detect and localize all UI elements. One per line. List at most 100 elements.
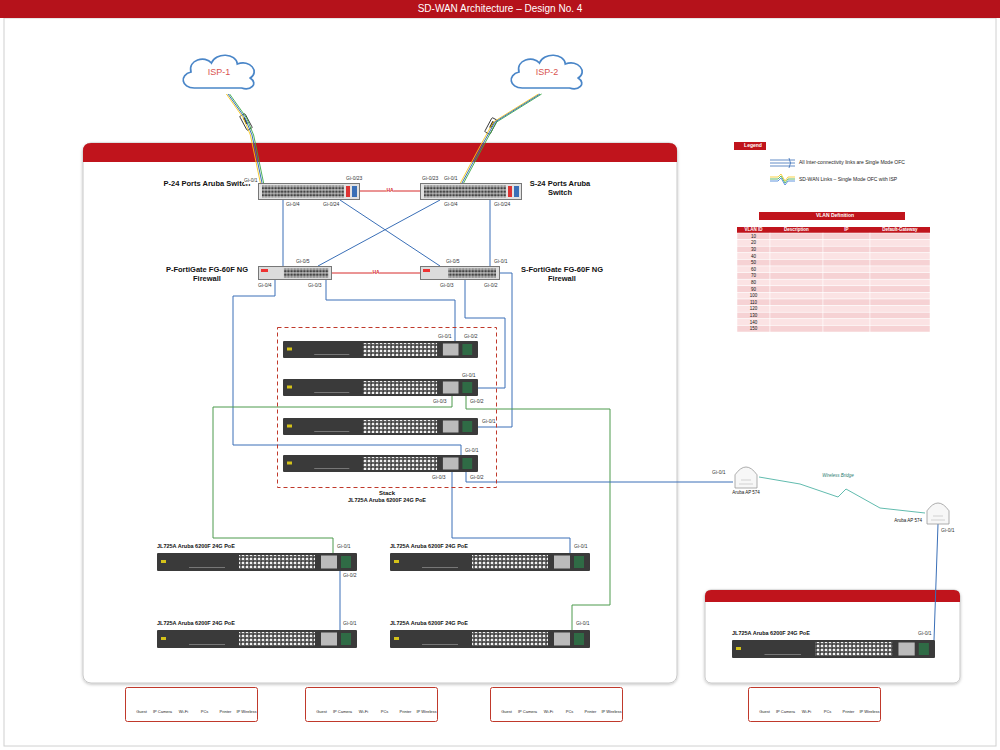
table-cell — [737, 266, 770, 273]
sdwan-link — [462, 94, 540, 183]
port-label: Gi-0/3 — [432, 475, 446, 481]
table-cell — [823, 273, 870, 280]
table-cell — [770, 240, 823, 247]
port-label: Gi-0/1 — [343, 621, 357, 627]
sdwan-strand — [230, 94, 264, 183]
table-cell-text: 30 — [737, 247, 770, 252]
access-switch-shape — [390, 553, 590, 571]
access-switch: JL725A Aruba 6200F 24G PoEGi-0/1 — [390, 553, 590, 571]
port-label: Gi-0/1 — [444, 176, 458, 182]
access-switch: Gi-0/1Gi-0/2 — [283, 341, 478, 358]
access-switch-shape — [283, 455, 478, 472]
table-cell — [870, 240, 930, 247]
table-cell-text: 50 — [737, 260, 770, 265]
fiber-link — [283, 200, 284, 266]
node-label: P-24 Ports Aruba Switch — [160, 180, 254, 189]
table-cell — [770, 259, 823, 266]
endpoint-group-shape — [490, 687, 623, 722]
port-label: Gi-0/2 — [484, 283, 498, 289]
access-switch-shape — [283, 418, 478, 435]
port-label: Gi-0/24 — [494, 202, 510, 208]
firewall: P-FortiGate FG-60F NG FirewallGi-0/5Gi-0… — [258, 266, 332, 280]
port-label: Gi-0/3 — [440, 283, 454, 289]
access-switch: Gi-0/1Gi-0/3Gi-0/2 — [283, 379, 478, 396]
endpoint-label: Guest — [754, 710, 775, 715]
table-cell — [770, 312, 823, 319]
title-bar — [0, 0, 1000, 18]
table-cell — [823, 306, 870, 313]
sdwan-strand — [226, 94, 260, 183]
table-cell — [737, 325, 770, 332]
vlan-table-grid — [737, 227, 930, 332]
port-label: Gi-0/2 — [470, 399, 484, 405]
endpoint-group-shape — [125, 687, 258, 722]
table-cell — [770, 246, 823, 253]
port-label: Gi-0/2 — [470, 475, 484, 481]
access-switch: Gi-0/1 — [283, 418, 478, 435]
access-point: Aruba AP 574Gi-0/1 — [733, 464, 759, 488]
access-switch: Gi-0/1Gi-0/3Gi-0/2 — [283, 455, 478, 472]
endpoint-label: Wi-Fi — [173, 710, 194, 715]
access-switch: JL725A Aruba 6200F 24G PoEGi-0/1 — [732, 640, 935, 658]
endpoint-group-shape — [748, 687, 881, 722]
table-cell — [770, 279, 823, 286]
table-cell — [870, 273, 930, 280]
port-label: Gi-0/1 — [462, 373, 476, 379]
access-point-shape — [925, 500, 951, 524]
node-label: ISP-2 — [505, 67, 589, 77]
table-cell — [737, 292, 770, 299]
endpoint-label: Wi-Fi — [538, 710, 559, 715]
table-cell — [870, 306, 930, 313]
fiber-link — [340, 200, 440, 266]
sdwan-strand — [460, 94, 538, 183]
node-label: VLAN Definition — [759, 213, 911, 219]
table-header: Default-Gateway — [870, 227, 930, 232]
table-cell — [737, 286, 770, 293]
fiber-link — [466, 396, 610, 630]
table-cell — [823, 279, 870, 286]
table-cell — [823, 259, 870, 266]
access-switch-shape — [283, 379, 478, 396]
endpoint-label: IP Wireless — [859, 710, 880, 715]
port-label: Gi-0/1 — [438, 334, 452, 340]
port-label: Gi-0/1 — [494, 259, 508, 265]
table-cell-text: 10 — [737, 234, 770, 239]
table-cell — [823, 299, 870, 306]
endpoint-label: IP Wireless — [236, 710, 257, 715]
table-cell — [870, 279, 930, 286]
table-cell — [737, 273, 770, 280]
table-cell — [823, 266, 870, 273]
table-cell — [737, 312, 770, 319]
endpoint-group: GuestIP CameraWi-FiPCsPrinterIP Wireless — [490, 687, 623, 722]
access-point-shape — [733, 464, 759, 488]
node-label: JL725A Aruba 6200F 24G PoE — [317, 497, 457, 503]
table-cell — [870, 299, 930, 306]
table-cell — [870, 325, 930, 332]
table-cell — [737, 319, 770, 326]
table-cell-text: 140 — [737, 320, 770, 325]
endpoint-group: GuestIP CameraWi-FiPCsPrinterIP Wireless — [125, 687, 258, 722]
table-cell — [737, 299, 770, 306]
table-cell — [770, 233, 823, 240]
access-switch-shape — [732, 640, 935, 658]
node-label: JL725A Aruba 6200F 24G PoE — [390, 620, 570, 626]
table-cell — [770, 286, 823, 293]
isp-cloud: ISP-2 — [505, 50, 589, 94]
table-cell — [823, 233, 870, 240]
sdwan-strand — [464, 94, 542, 183]
port-label: Gi-0/4 — [258, 283, 272, 289]
access-switch-shape — [283, 341, 478, 358]
node-label: Stack — [337, 490, 437, 497]
endpoint-label: Guest — [496, 710, 517, 715]
port-label: Gi-0/1 — [465, 448, 479, 454]
table-cell — [737, 233, 770, 240]
table-cell — [870, 266, 930, 273]
isp-cloud: ISP-1 — [177, 50, 261, 94]
endpoint-label: IP Wireless — [601, 710, 622, 715]
edge-label: HA — [372, 270, 379, 276]
access-point: Aruba AP 574Gi-0/1 — [925, 500, 951, 524]
node-label: JL725A Aruba 6200F 24G PoE — [390, 543, 570, 549]
fiber-link — [465, 280, 505, 388]
core-switch: S-24 Ports Aruba SwitchGi-0/23Gi-0/1Gi-0… — [420, 183, 522, 200]
